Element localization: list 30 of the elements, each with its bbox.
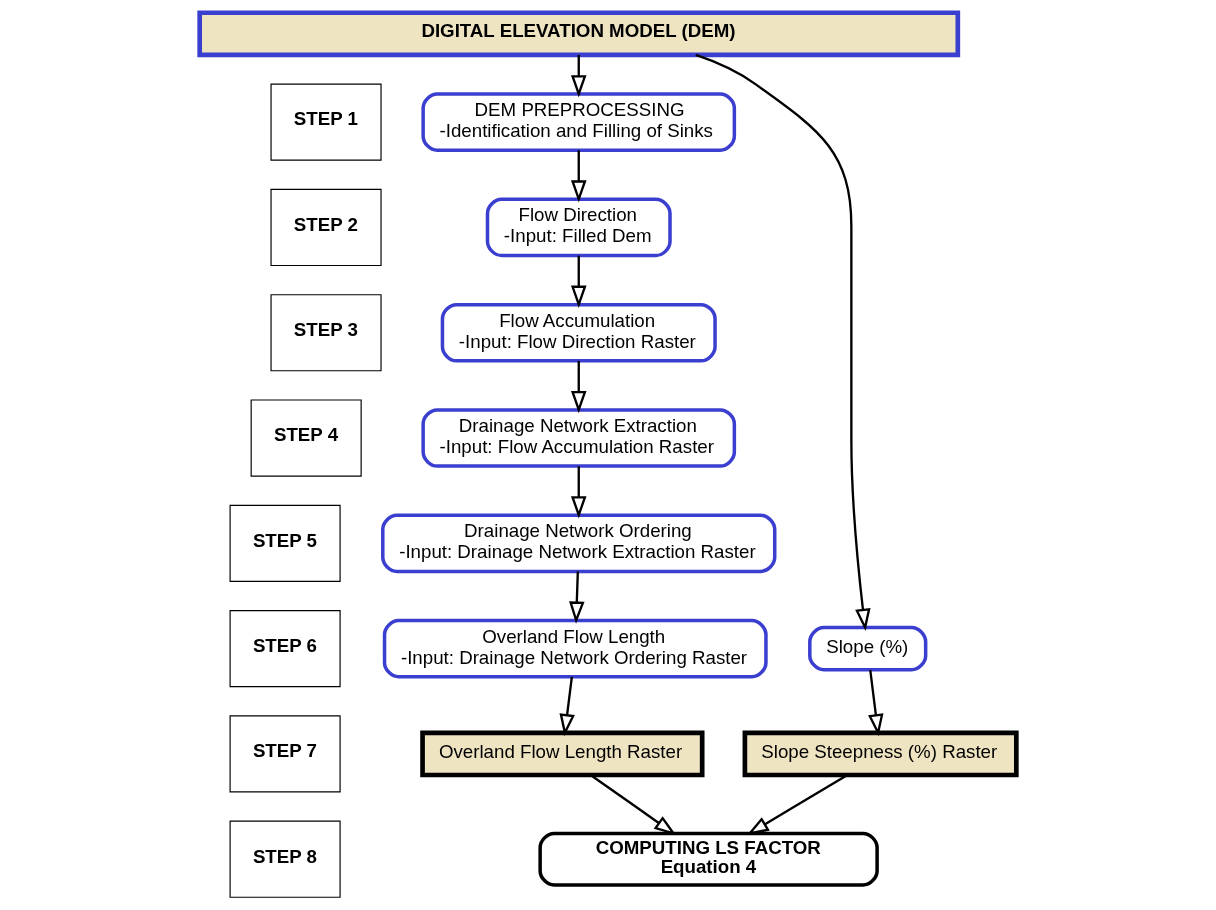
node-box: STEP 1	[270, 83, 382, 161]
node-box: COMPUTING LS FACTOR Equation 4	[538, 831, 879, 887]
node-box: DIGITAL ELEVATION MODEL (DEM)	[197, 10, 961, 58]
arrow	[570, 360, 587, 414]
node-box: Slope (%)	[808, 625, 928, 672]
node-box: Drainage Network Extraction -Input: Flow Accumulation Raster	[421, 408, 737, 468]
node-box: STEP 3	[270, 294, 382, 372]
node-box: DEM PREPROCESSING -Identification and Filling of Sinks	[421, 92, 737, 152]
arrow	[868, 670, 884, 737]
arrow	[570, 54, 587, 98]
node-box: Flow Accumulation -Input: Flow Direction Raster	[440, 302, 717, 363]
node-box: Slope Steepness (%) Raster	[742, 730, 1019, 778]
arrow	[746, 774, 848, 836]
node-box: Overland Flow Length -Input: Drainage Network Ordering Raster	[382, 618, 768, 679]
node-box: Flow Direction -Input: Filled Dem	[485, 197, 672, 258]
arrow	[590, 774, 677, 836]
node-box: STEP 2	[270, 188, 382, 267]
arrow	[559, 676, 575, 737]
arrow	[570, 466, 587, 519]
node-box: STEP 6	[229, 610, 341, 688]
node-box: STEP 4	[250, 399, 362, 477]
node-box: Overland Flow Length Raster	[420, 730, 705, 778]
node-box: Drainage Network Ordering -Input: Drainage Network Extraction Raster	[381, 513, 777, 574]
arrow	[570, 150, 587, 203]
node-box: STEP 8	[229, 820, 341, 898]
node-box: STEP 7	[229, 715, 341, 793]
arrow	[569, 571, 585, 624]
arrow	[695, 53, 871, 631]
arrow	[570, 255, 587, 308]
node-box: STEP 5	[229, 504, 341, 582]
